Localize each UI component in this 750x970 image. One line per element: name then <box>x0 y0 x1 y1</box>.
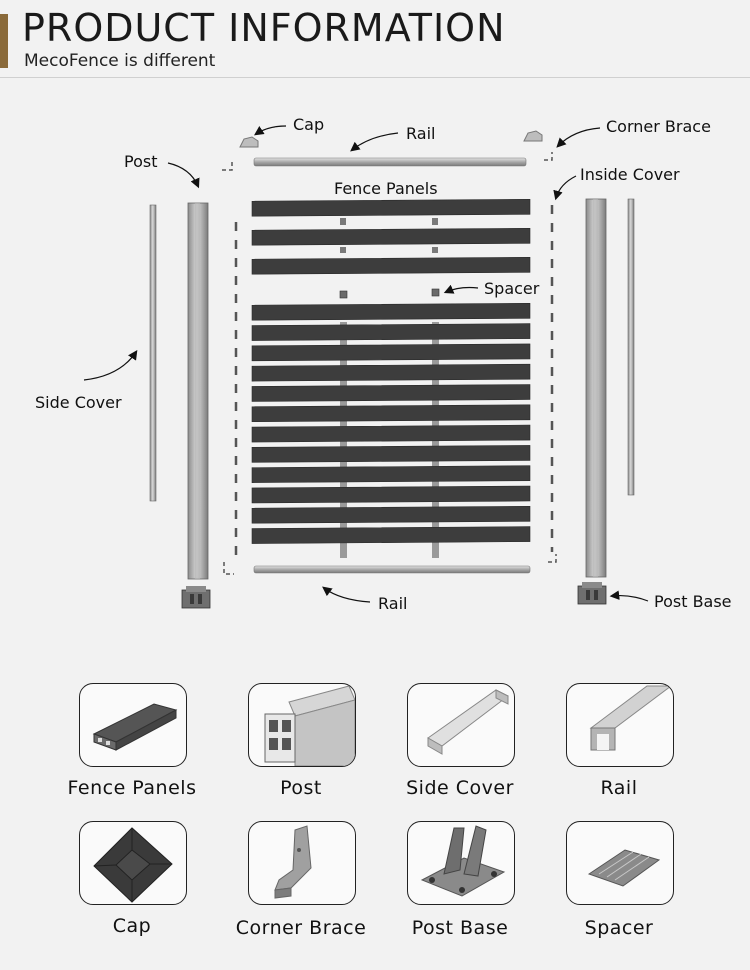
title-accent-bar <box>0 14 8 68</box>
label-corner-brace: Corner Brace <box>606 117 711 136</box>
lower-slat-11 <box>251 505 531 524</box>
post-base-part-right <box>577 582 607 605</box>
part-label-rail: Rail <box>600 777 638 799</box>
lower-slat-10 <box>251 485 531 504</box>
cap-part-left <box>239 136 259 148</box>
upper-slat-3 <box>251 256 531 275</box>
spacer-part-left <box>339 290 348 299</box>
lower-slat-4 <box>251 363 531 382</box>
side-cover-part-right <box>627 198 635 496</box>
label-rail-bottom: Rail <box>378 594 407 613</box>
part-label-spacer: Spacer <box>584 917 654 939</box>
lower-slat-8 <box>251 445 531 463</box>
label-cap: Cap <box>293 115 324 134</box>
post-base-icon <box>420 825 506 897</box>
part-card-rail <box>566 683 674 767</box>
rail-part-top <box>253 157 527 167</box>
part-label-side-cover: Side Cover <box>406 777 514 799</box>
lower-slat-6 <box>251 404 531 423</box>
fence-panels-lower <box>251 302 531 544</box>
part-card-fence-panels <box>79 683 187 767</box>
part-label-post-base: Post Base <box>411 917 509 939</box>
label-post: Post <box>124 152 157 171</box>
part-card-corner-brace <box>248 821 356 905</box>
lower-slat-9 <box>251 465 531 483</box>
part-label-post: Post <box>280 777 322 799</box>
lower-slat-5 <box>251 384 531 402</box>
lower-slat-2 <box>251 323 531 341</box>
part-label-cap: Cap <box>112 915 152 937</box>
lower-slat-3 <box>251 343 531 362</box>
label-spacer: Spacer <box>484 279 540 298</box>
part-card-cap <box>79 821 187 905</box>
lower-slat-7 <box>251 424 531 443</box>
page-title: PRODUCT INFORMATION <box>22 6 506 50</box>
label-rail-top: Rail <box>406 124 435 143</box>
part-label-corner-brace: Corner Brace <box>235 917 367 939</box>
fence-panel-icon <box>92 703 178 751</box>
part-card-spacer <box>566 821 674 905</box>
post-base-part-left <box>181 586 211 609</box>
label-side-cover: Side Cover <box>35 393 122 412</box>
header-divider <box>0 77 750 78</box>
lower-slat-1 <box>251 302 531 321</box>
part-card-post <box>248 683 356 767</box>
upper-slat-1 <box>251 198 531 217</box>
upper-slat-2 <box>251 227 531 246</box>
part-label-fence-panels: Fence Panels <box>67 777 197 799</box>
lower-slat-12 <box>251 526 531 544</box>
spacer-icon <box>587 849 661 887</box>
page-subtitle: MecoFence is different <box>24 51 216 71</box>
post-profile-icon <box>264 685 355 766</box>
label-fence-panels: Fence Panels <box>334 179 438 198</box>
cap-part-right <box>523 130 543 142</box>
side-cover-icon <box>427 689 509 755</box>
rail-icon <box>589 685 673 751</box>
exploded-fence-diagram: Cap Rail Corner Brace Post Fence Panels … <box>35 115 732 613</box>
fence-panels-upper <box>251 198 531 275</box>
label-inside-cover: Inside Cover <box>580 165 680 184</box>
part-card-post-base <box>407 821 515 905</box>
corner-brace-icon <box>274 825 312 899</box>
rail-part-bottom <box>253 565 531 574</box>
part-card-side-cover <box>407 683 515 767</box>
label-post-base: Post Base <box>654 592 732 611</box>
side-cover-part-left <box>149 204 157 502</box>
spacer-part-right <box>431 288 440 297</box>
cap-icon <box>93 827 173 903</box>
